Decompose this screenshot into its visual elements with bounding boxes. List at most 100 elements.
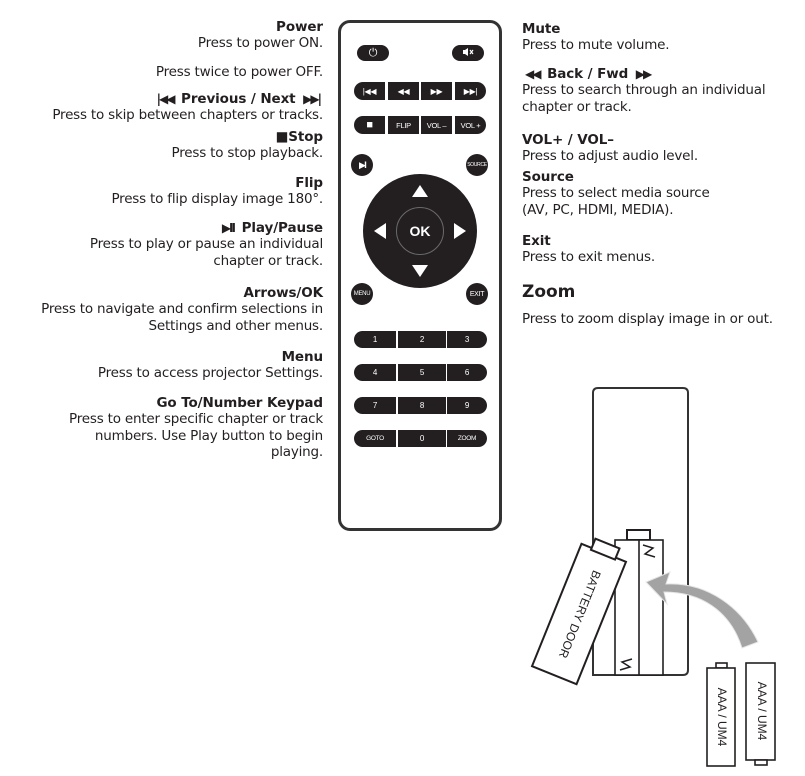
skip-forward-icon: ▶▶| (303, 92, 322, 106)
mute-button[interactable] (452, 45, 484, 61)
stop-title: ■Stop (275, 129, 323, 145)
power-text: Press to power ON. (197, 35, 323, 51)
vol-description: VOL+ / VOL– Press to adjust audio level. (522, 133, 698, 165)
goto-keypad-description: Go To/Number Keypad Press to enter speci… (69, 396, 323, 461)
zoom-text: Press to zoom display image in or out. (522, 311, 773, 327)
key-7[interactable]: 7 (354, 397, 396, 414)
source-text-1: Press to select media source (522, 185, 710, 201)
key-4[interactable]: 4 (354, 364, 396, 381)
rewind-icon: ◀◀ (525, 67, 542, 81)
stop-button[interactable]: ■ (354, 116, 385, 134)
menu-button[interactable]: MENU (351, 283, 373, 305)
prev-next-title: |◀◀ Previous / Next ▶▶| (156, 91, 322, 107)
menu-title: Menu (281, 349, 324, 365)
next-button[interactable]: ▶▶| (455, 82, 486, 100)
battery-2: AAA / UM4 (745, 662, 776, 766)
key-1[interactable]: 1 (354, 331, 396, 348)
goto-button[interactable]: GOTO (354, 430, 396, 447)
power-off-description: Press twice to power OFF. (156, 64, 323, 81)
menu-description: Menu Press to access projector Settings. (98, 350, 323, 382)
spring-contact-icon (642, 544, 656, 558)
exit-text: Press to exit menus. (522, 249, 655, 265)
stop-text: Press to stop playback. (171, 145, 324, 161)
flip-button[interactable]: FLIP (388, 116, 419, 134)
key-6[interactable]: 6 (447, 364, 487, 381)
back-fwd-title: ◀◀ Back / Fwd ▶▶ (525, 66, 653, 82)
play-pause-description: ▶II Play/Pause Press to play or pause an… (90, 221, 323, 269)
remote-control: ⏻ |◀◀ ◀◀ ▶▶ ▶▶| ■ FLIP VOL – VOL + ▶II S… (338, 20, 502, 531)
prev-next-description: |◀◀ Previous / Next ▶▶| Press to skip be… (52, 92, 323, 124)
volume-up-button[interactable]: VOL + (455, 116, 486, 134)
arrows-ok-description: Arrows/OK Press to navigate and confirm … (41, 286, 323, 334)
fast-forward-button[interactable]: ▶▶ (421, 82, 452, 100)
flip-text: Press to flip display image 180°. (111, 191, 323, 207)
vol-title: VOL+ / VOL– (522, 132, 614, 148)
mute-text: Press to mute volume. (522, 37, 670, 53)
power-description: Power Press to power ON. (198, 20, 323, 52)
key-9[interactable]: 9 (447, 397, 487, 414)
key-0[interactable]: 0 (398, 430, 446, 447)
back-fwd-text-1: Press to search through an individual (522, 82, 766, 98)
fast-forward-icon: ▶▶ (430, 86, 443, 96)
left-arrow-button[interactable] (374, 223, 386, 239)
stop-description: ■Stop Press to stop playback. (171, 129, 324, 162)
goto-keypad-text-3: playing. (270, 444, 323, 460)
key-5[interactable]: 5 (398, 364, 446, 381)
mute-description: Mute Press to mute volume. (522, 21, 670, 54)
source-button[interactable]: SOURCE (466, 154, 488, 176)
spring-contact-icon (619, 658, 633, 671)
rewind-button[interactable]: ◀◀ (388, 82, 419, 100)
goto-keypad-text-2: numbers. Use Play button to begin (94, 427, 323, 444)
power-button[interactable]: ⏻ (357, 45, 389, 61)
volume-down-button[interactable]: VOL – (421, 116, 452, 134)
insert-arrow-icon (645, 571, 759, 649)
goto-keypad-text-1: Press to enter specific chapter or track (69, 411, 323, 427)
mute-title: Mute (522, 21, 561, 37)
battery-compartment (614, 529, 664, 676)
zoom-description: Zoom Press to zoom display image in or o… (522, 283, 773, 328)
power-off-text: Press twice to power OFF. (155, 64, 323, 80)
exit-button[interactable]: EXIT (466, 283, 488, 305)
zoom-button[interactable]: ZOOM (447, 430, 487, 447)
arrows-ok-text-1: Press to navigate and confirm selections… (41, 301, 323, 317)
power-icon: ⏻ (368, 46, 378, 59)
vol-text: Press to adjust audio level. (522, 148, 698, 164)
mute-icon (462, 47, 474, 59)
stop-icon: ■ (366, 119, 373, 131)
battery-2-label: AAA / UM4 (755, 682, 769, 741)
play-pause-text-1: Press to play or pause an individual (89, 236, 323, 252)
stop-icon: ■ (275, 129, 289, 145)
battery-1-label: AAA / UM4 (715, 688, 729, 747)
skip-back-icon: |◀◀ (362, 86, 377, 96)
exit-title: Exit (522, 233, 551, 249)
source-title: Source (522, 169, 574, 185)
play-pause-button[interactable]: ▶II (351, 154, 373, 176)
prev-next-text: Press to skip between chapters or tracks… (52, 107, 323, 123)
play-pause-icon: ▶II (359, 159, 367, 170)
flip-description: Flip Press to flip display image 180°. (111, 176, 323, 208)
up-arrow-button[interactable] (412, 185, 428, 197)
arrows-ok-title: Arrows/OK (243, 285, 323, 301)
goto-keypad-title: Go To/Number Keypad (156, 395, 323, 411)
arrows-ok-text-2: Settings and other menus. (148, 317, 323, 334)
skip-forward-icon: ▶▶| (463, 86, 478, 96)
source-text-2: (AV, PC, HDMI, MEDIA). (522, 201, 674, 218)
back-fwd-description: ◀◀ Back / Fwd ▶▶ Press to search through… (522, 66, 766, 115)
ok-button[interactable]: OK (396, 207, 444, 255)
key-2[interactable]: 2 (398, 331, 446, 348)
play-pause-text-2: chapter or track. (213, 252, 323, 269)
key-3[interactable]: 3 (447, 331, 487, 348)
dpad: OK (363, 174, 477, 288)
back-fwd-text-2: chapter or track. (522, 98, 632, 115)
key-8[interactable]: 8 (398, 397, 446, 414)
down-arrow-button[interactable] (412, 265, 428, 277)
exit-description: Exit Press to exit menus. (522, 234, 655, 266)
power-title: Power (276, 19, 323, 35)
right-arrow-button[interactable] (454, 223, 466, 239)
previous-button[interactable]: |◀◀ (354, 82, 385, 100)
source-description: Source Press to select media source (AV,… (522, 170, 710, 218)
play-pause-icon: ▶II (221, 221, 236, 235)
fast-forward-icon: ▶▶ (635, 67, 653, 81)
play-pause-title: ▶II Play/Pause (221, 220, 323, 236)
